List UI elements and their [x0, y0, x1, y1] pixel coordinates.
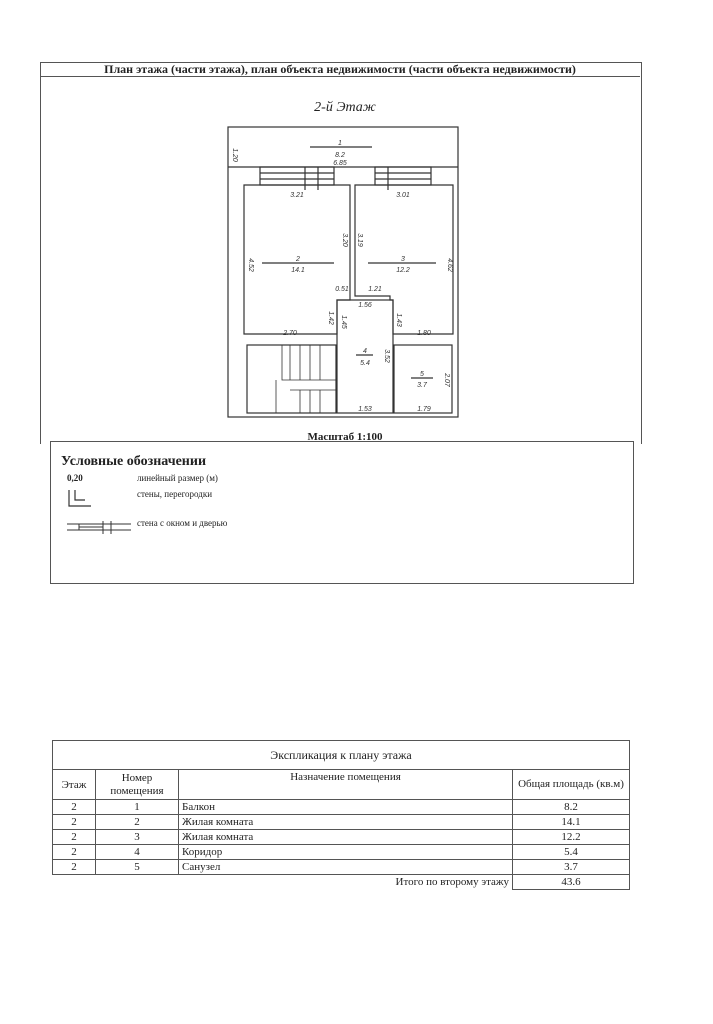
dim: 6.85 [333, 160, 347, 167]
dim: 1.53 [358, 406, 372, 413]
room-1-area: 8.2 [335, 152, 345, 159]
dim: 3.01 [396, 192, 410, 199]
table-cell: Жилая комната [178, 814, 513, 830]
plan-header: План этажа (части этажа), план объекта н… [40, 62, 640, 77]
table-cell: 2 [52, 844, 96, 860]
wall-icon [68, 490, 91, 507]
dim: 1.45 [340, 315, 347, 329]
room-5 [393, 344, 453, 414]
room-5-num: 5 [420, 371, 424, 378]
table-cell: 12.2 [512, 829, 630, 845]
col-header: Этаж [52, 769, 96, 800]
dim: 4.62 [446, 258, 453, 272]
table-cell: 3.7 [512, 859, 630, 875]
floor-label: 2-й Этаж [314, 100, 376, 115]
table-cell: 2 [52, 829, 96, 845]
plan-frame [40, 62, 642, 444]
total-row: Итого по второму этажу 43.6 [52, 874, 630, 890]
table-cell: Балкон [178, 799, 513, 815]
dim: 1.56 [358, 302, 372, 309]
room-2-area: 14.1 [291, 267, 305, 274]
scale-label: Масштаб 1:100 [307, 431, 383, 443]
legend-dimension-sample: 0,20 [67, 473, 83, 483]
legend-label: стена с окном и дверью [137, 518, 228, 528]
room-2-num: 2 [295, 256, 300, 263]
legend: Условные обозначении 0,20 линейный разме… [50, 441, 634, 584]
dim: 4.52 [247, 258, 254, 272]
dim: 3.52 [383, 349, 390, 363]
window-door-2 [259, 166, 335, 186]
dim: 1.80 [417, 330, 431, 337]
col-header: Номер помещения [95, 769, 179, 800]
room-5-area: 3.7 [417, 382, 428, 389]
stairs [246, 344, 337, 414]
total-value: 43.6 [512, 874, 630, 890]
table-cell: 2 [52, 814, 96, 830]
col-header: Общая площадь (кв.м) [512, 769, 630, 800]
dim: 3.19 [356, 233, 363, 247]
legend-label: стены, перегородки [137, 489, 213, 499]
table-cell: 5.4 [512, 844, 630, 860]
dim: 2.07 [443, 372, 450, 388]
dim: 1.79 [417, 406, 431, 413]
table-cell: 1 [95, 799, 179, 815]
total-label: Итого по второму этажу [52, 874, 513, 890]
dim: 2.70 [282, 330, 297, 337]
dim: 1.21 [368, 286, 382, 293]
dim: 0.51 [335, 286, 349, 293]
table-cell: 5 [95, 859, 179, 875]
window-door-icon [67, 521, 131, 534]
table-cell: 3 [95, 829, 179, 845]
table-cell: 4 [95, 844, 179, 860]
dim: 3.21 [290, 192, 304, 199]
room-3-num: 3 [401, 256, 405, 263]
table-cell: Коридор [178, 844, 513, 860]
legend-label: линейный размер (м) [137, 473, 218, 483]
table-cell: Жилая комната [178, 829, 513, 845]
table-cell: 8.2 [512, 799, 630, 815]
explication-table: Экспликация к плану этажа Этаж Номер пом… [52, 740, 630, 890]
room-4-area: 5.4 [360, 360, 370, 367]
table-cell: 2 [52, 859, 96, 875]
col-header: Назначение помещения [178, 769, 513, 800]
table-cell: 2 [95, 814, 179, 830]
legend-title: Условные обозначении [61, 454, 207, 469]
room-3-area: 12.2 [396, 267, 410, 274]
outer-wall [227, 126, 459, 418]
room-4 [336, 299, 394, 414]
table-cell: Санузел [178, 859, 513, 875]
dim: 1.42 [327, 311, 334, 325]
dim: 3.20 [341, 233, 348, 247]
window-door-3 [374, 166, 432, 186]
table-cell: 14.1 [512, 814, 630, 830]
dim: 1.43 [395, 313, 402, 327]
dim: 1.20 [231, 148, 238, 162]
room-1-num: 1 [338, 140, 342, 147]
table-title: Экспликация к плану этажа [52, 740, 630, 770]
table-cell: 2 [52, 799, 96, 815]
room-4-num: 4 [363, 348, 367, 355]
